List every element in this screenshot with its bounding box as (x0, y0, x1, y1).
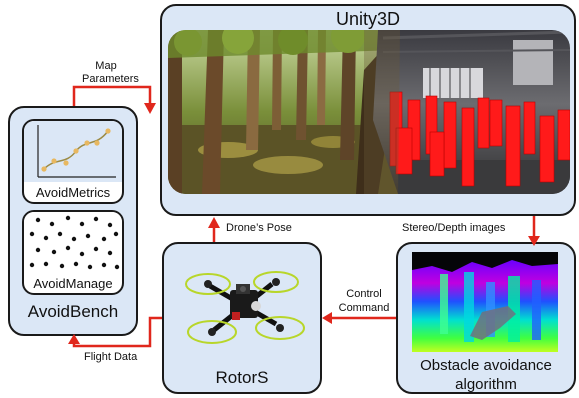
map-label-line2: Parameters (82, 73, 139, 85)
unity-render-view (168, 30, 570, 194)
quadrotor-icon (185, 271, 305, 344)
metrics-plot-icon (37, 125, 116, 178)
drone-image (172, 250, 312, 358)
avoidbench-title: AvoidBench (27, 302, 119, 321)
forest-scene (168, 30, 398, 194)
map-params-arrowhead (144, 103, 156, 114)
rotors-title: RotorS (215, 368, 269, 387)
control-label-line2: Command (338, 302, 390, 314)
drones-pose-arrowhead (208, 217, 220, 228)
avoidmanage-image (24, 212, 122, 273)
control-label-line1: Control (346, 288, 382, 300)
scene-blend (364, 30, 400, 194)
obstacle-map-icon (29, 215, 120, 270)
control-command-arrowhead (322, 312, 332, 324)
warehouse-scene (373, 30, 570, 194)
avoidmetrics-image (24, 121, 122, 182)
drones-pose-label: Drone’s Pose (226, 222, 292, 234)
stereo-depth-label: Stereo/Depth images (402, 222, 506, 234)
depth-image (412, 252, 558, 352)
avoidmetrics-panel: AvoidMetrics (22, 119, 124, 204)
obstacle-title-line1: Obstacle avoidance (420, 357, 552, 374)
occupancy-columns (389, 91, 570, 187)
obstacle-title-line2: algorithm (455, 376, 517, 393)
unity3d-title: Unity3D (335, 9, 401, 29)
unity-render-svg (168, 30, 570, 194)
avoidmanage-panel: AvoidManage (22, 210, 124, 295)
flight-data-label: Flight Data (84, 351, 138, 363)
map-params-arrow (72, 85, 152, 106)
avoidmanage-label: AvoidManage (33, 276, 113, 291)
avoidmetrics-label: AvoidMetrics (35, 185, 111, 200)
map-label-line1: Map (95, 60, 117, 72)
depth-map-render (412, 252, 558, 352)
